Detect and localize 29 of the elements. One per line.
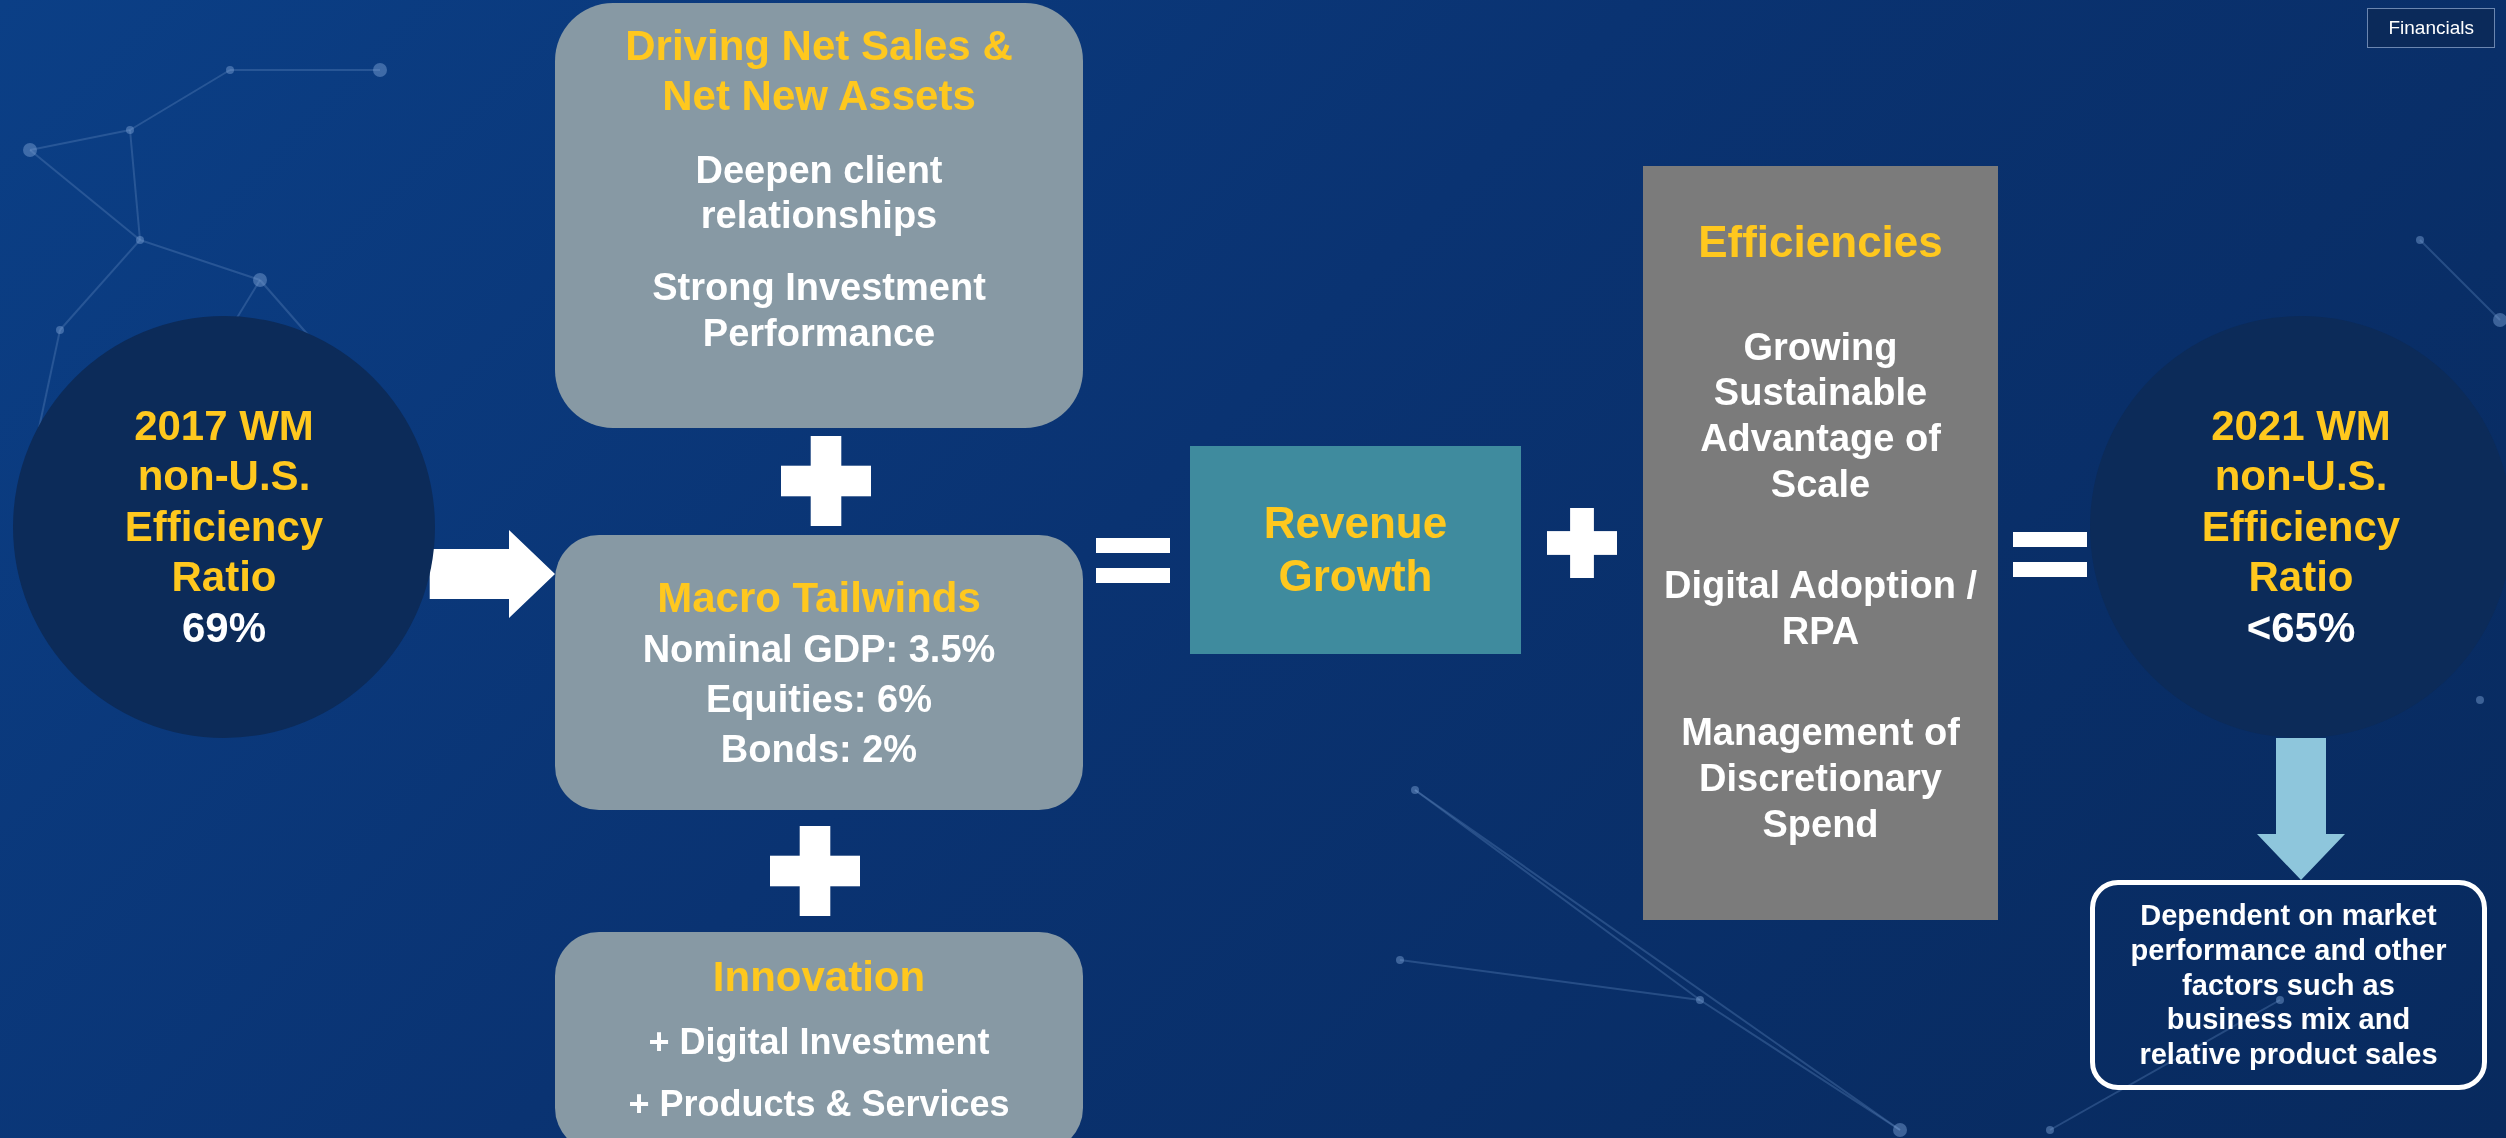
process-box [1190,446,1521,654]
box-text: Management of Discretionary Spend [1680,710,1961,847]
process-box [555,3,1083,428]
box-heading: 2017 WM non-U.S. Efficiency Ratio [123,401,325,603]
process-box [1643,166,1998,920]
box-text: Revenue Growth [1262,497,1449,602]
box-heading: Efficiencies [1698,216,1943,268]
process-box [555,932,1083,1138]
box-text: 69% [181,602,267,653]
box-heading: Driving Net Sales & Net New Assets [624,21,1014,122]
block-arrow [2257,738,2345,880]
box-text: Deepen client relationships [694,147,944,239]
box-heading: Macro Tailwinds [657,573,981,623]
box-heading: 2021 WM non-U.S. Efficiency Ratio [2200,401,2402,603]
process-box [555,535,1083,810]
box-text: Digital Adoption / RPA [1662,563,1979,654]
box-text: Growing Sustainable Advantage of Scale [1699,324,1942,507]
section-tag: Financials [2367,8,2495,48]
box-text: Dependent on market performance and other factors such as business mix and relative product sales [2129,898,2448,1072]
note-box [2090,880,2487,1090]
box-text: Strong Investment Performance [651,264,987,356]
box-heading: Innovation [712,952,926,1002]
box-text: Nominal GDP: 3.5% [642,627,996,673]
box-text: + Products & Services [628,1081,1010,1125]
box-text: + Digital Investment [648,1020,990,1064]
box-text: Equities: 6% [706,677,932,722]
block-arrow [429,530,555,618]
box-text: <65% [2246,602,2356,653]
box-text: Bonds: 2% [720,726,918,772]
